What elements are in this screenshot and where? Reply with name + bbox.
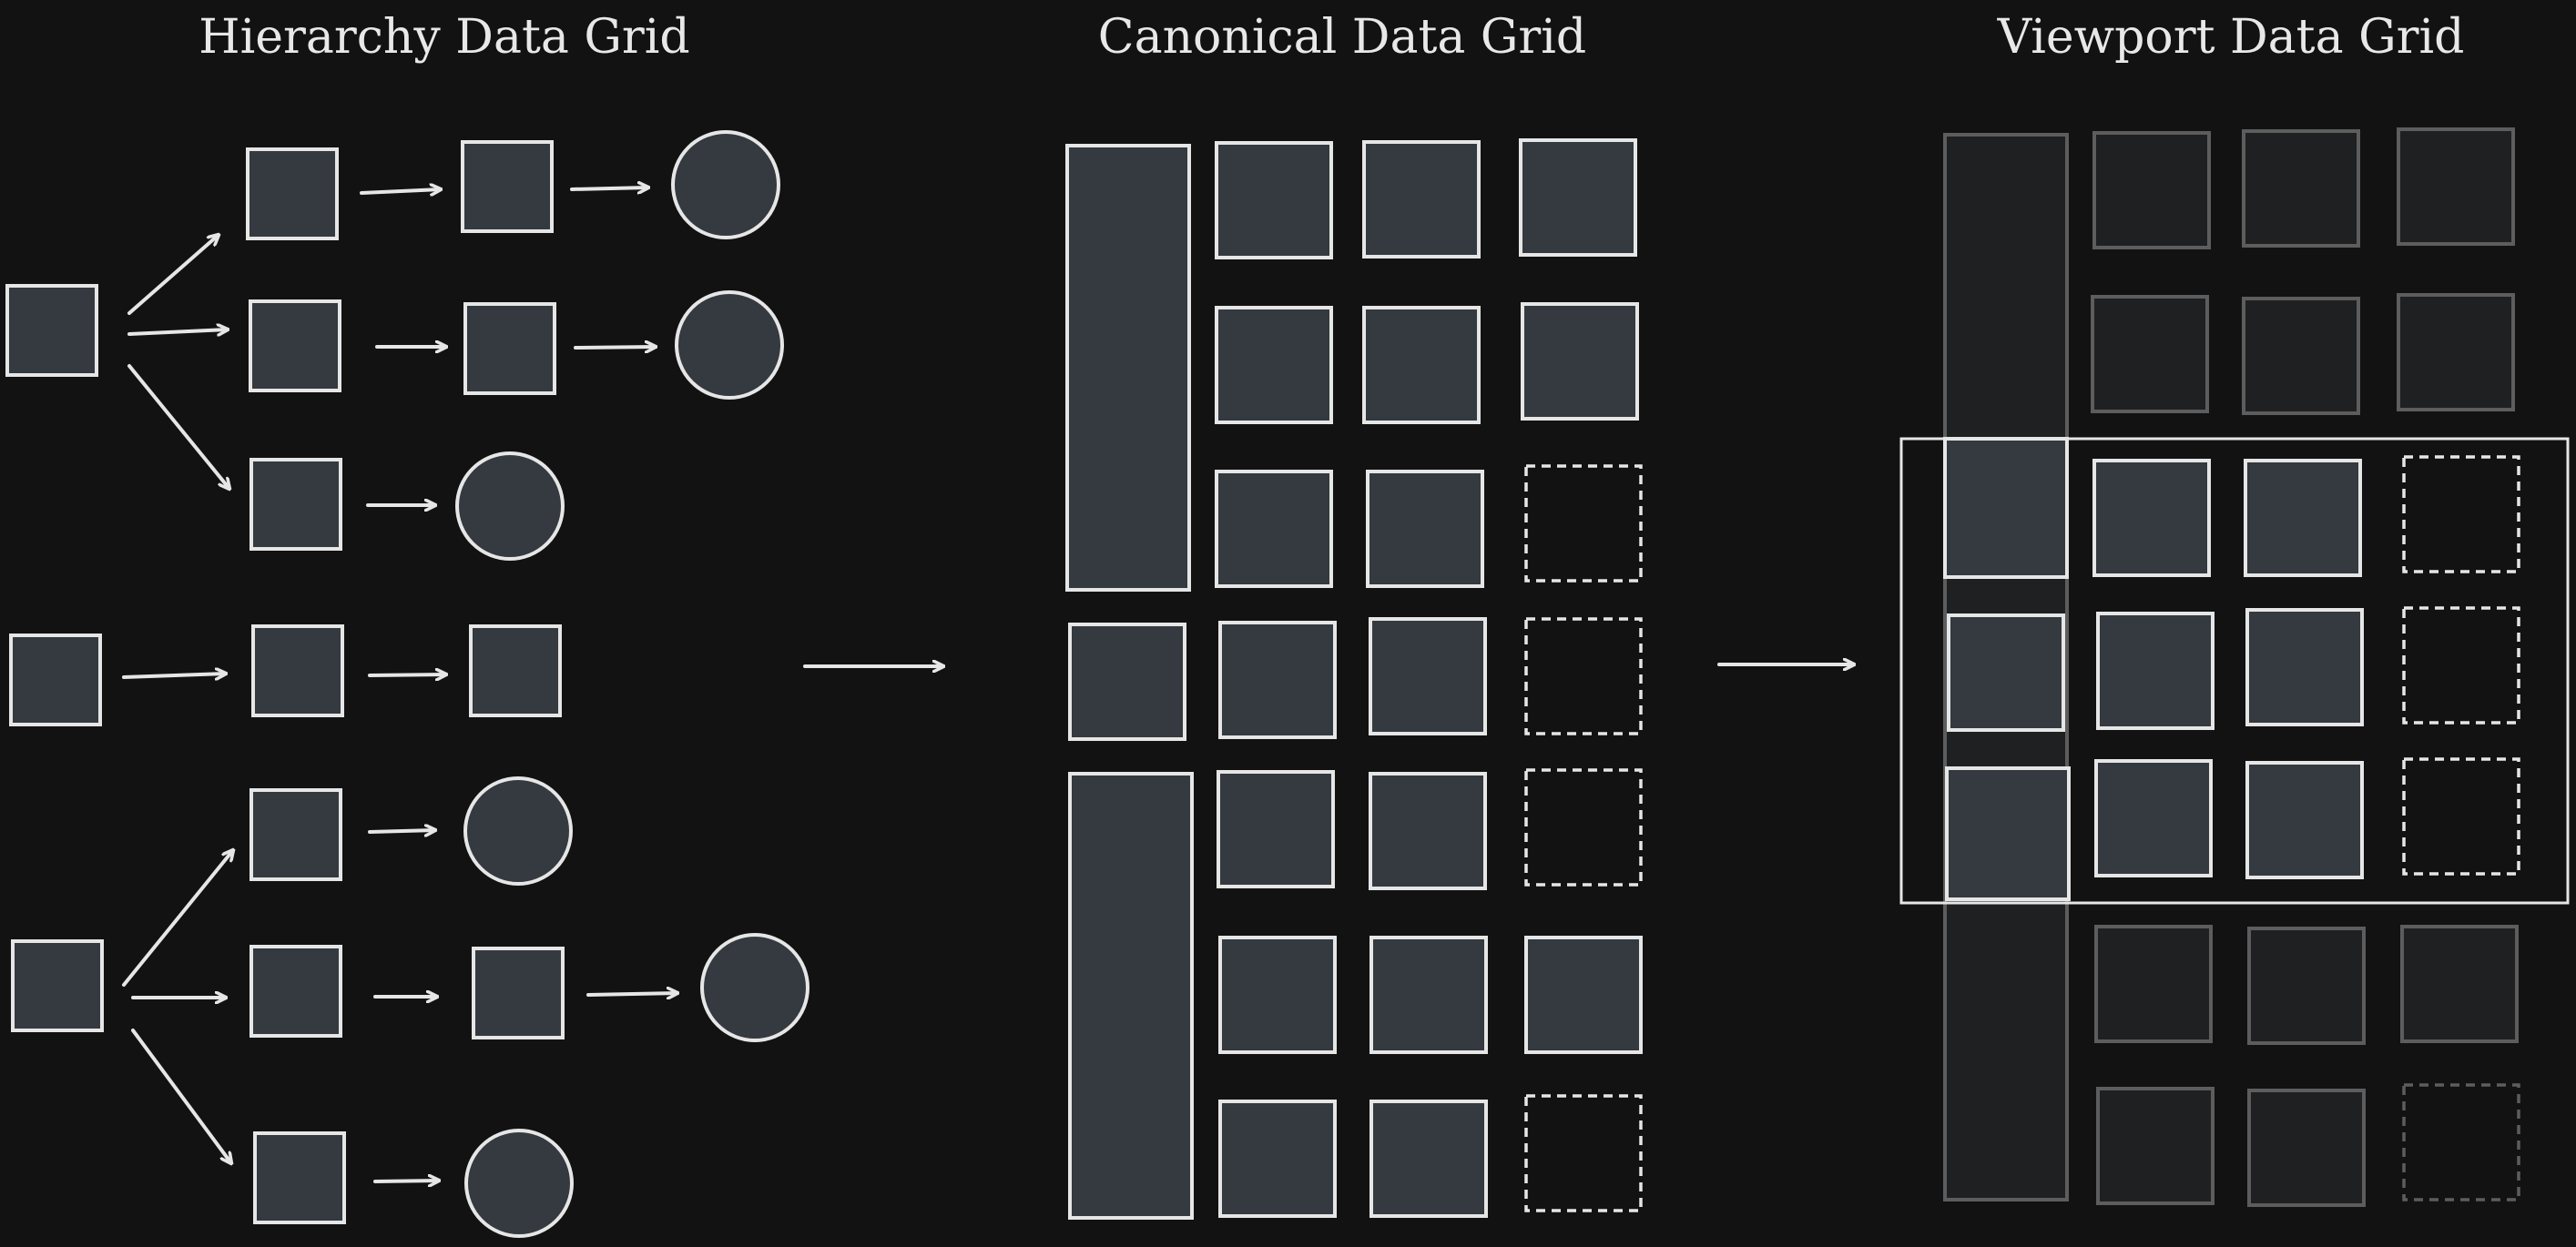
cell-out-of-view (2092, 131, 2211, 249)
empty-cell (2402, 757, 2520, 876)
child-node (249, 299, 341, 392)
arrow (131, 1029, 231, 1163)
arrow (368, 674, 446, 675)
arrow (574, 347, 656, 348)
cell-out-of-view (2242, 129, 2360, 248)
cell (1366, 470, 1484, 588)
canonical-grid (1065, 138, 1643, 1220)
arrow (122, 850, 233, 987)
child-node (249, 945, 342, 1038)
tall-cell-visible-part (1945, 766, 2071, 901)
cell (2092, 459, 2211, 577)
child-node (251, 624, 344, 717)
cell-out-of-view (2397, 293, 2515, 411)
child-node (253, 1131, 346, 1224)
cell-out-of-view (2400, 925, 2519, 1043)
cell-out-of-view (2091, 295, 2209, 413)
leaf-node-circle (675, 290, 784, 400)
cell (1362, 140, 1481, 259)
cell-out-of-view (2397, 127, 2515, 246)
cell (2245, 608, 2364, 726)
empty-cell (2402, 455, 2520, 573)
cell (1215, 306, 1333, 424)
cell (1369, 1100, 1488, 1218)
tall-cell-visible-part (1943, 437, 2069, 579)
root-node-3 (11, 939, 104, 1032)
empty-cell (1524, 617, 1643, 735)
canonical-grid-title: Canonical Data Grid (1098, 10, 1586, 65)
hierarchy-grid-title: Hierarchy Data Grid (199, 10, 689, 65)
grandchild-node (463, 302, 556, 395)
arrow (586, 993, 677, 995)
cell-out-of-view (2247, 1089, 2366, 1207)
cell (1218, 1100, 1337, 1218)
arrow (368, 830, 435, 832)
empty-cell (1524, 464, 1643, 583)
root-node-2 (9, 634, 102, 726)
root-node-1 (5, 284, 98, 377)
cell (1369, 936, 1488, 1054)
cell (1362, 306, 1481, 424)
child-node (249, 788, 342, 881)
hierarchy-grid (5, 130, 809, 1238)
cell (1218, 621, 1337, 739)
viewport-grid (1899, 127, 2570, 1207)
arrow (122, 674, 226, 677)
cell (1068, 623, 1186, 741)
grandchild-node (472, 947, 565, 1039)
empty-cell (1524, 1094, 1643, 1212)
cell (1369, 772, 1487, 890)
child-node (246, 147, 339, 240)
cell (1215, 470, 1333, 588)
leaf-node-circle (464, 1129, 574, 1238)
cell (1519, 138, 1637, 257)
cell (1524, 936, 1643, 1054)
cell (1947, 613, 2065, 732)
viewport-grid-title: Viewport Data Grid (1997, 10, 2465, 65)
cell (1217, 770, 1335, 888)
tall-cell (1065, 144, 1191, 592)
arrow (127, 235, 219, 315)
leaf-node-circle (671, 130, 780, 239)
cell (1521, 302, 1639, 421)
cell-out-of-view (2242, 297, 2360, 415)
cell (2245, 761, 2364, 879)
grandchild-node (461, 140, 554, 233)
cell (2096, 612, 2215, 730)
tall-cell (1068, 772, 1194, 1220)
cell (2244, 459, 2362, 577)
arrow (570, 188, 648, 189)
arrow (127, 364, 229, 489)
child-node (249, 458, 342, 551)
empty-cell-out-of-view (2402, 1083, 2520, 1201)
cell-out-of-view (2247, 927, 2366, 1045)
arrow (127, 329, 228, 334)
cell-out-of-view (2096, 1087, 2215, 1205)
cell-out-of-view (2094, 925, 2213, 1043)
arrow (360, 189, 441, 193)
empty-cell (2402, 606, 2520, 725)
leaf-node-circle (455, 451, 565, 561)
empty-cell (1524, 768, 1643, 887)
leaf-node-circle (700, 933, 809, 1042)
viewport-frame (1899, 437, 2570, 905)
cell (1369, 617, 1487, 735)
cell (1215, 141, 1333, 259)
grandchild-node (469, 624, 562, 717)
cell (2094, 759, 2213, 877)
leaf-node-circle (463, 776, 573, 886)
cell (1218, 936, 1337, 1054)
